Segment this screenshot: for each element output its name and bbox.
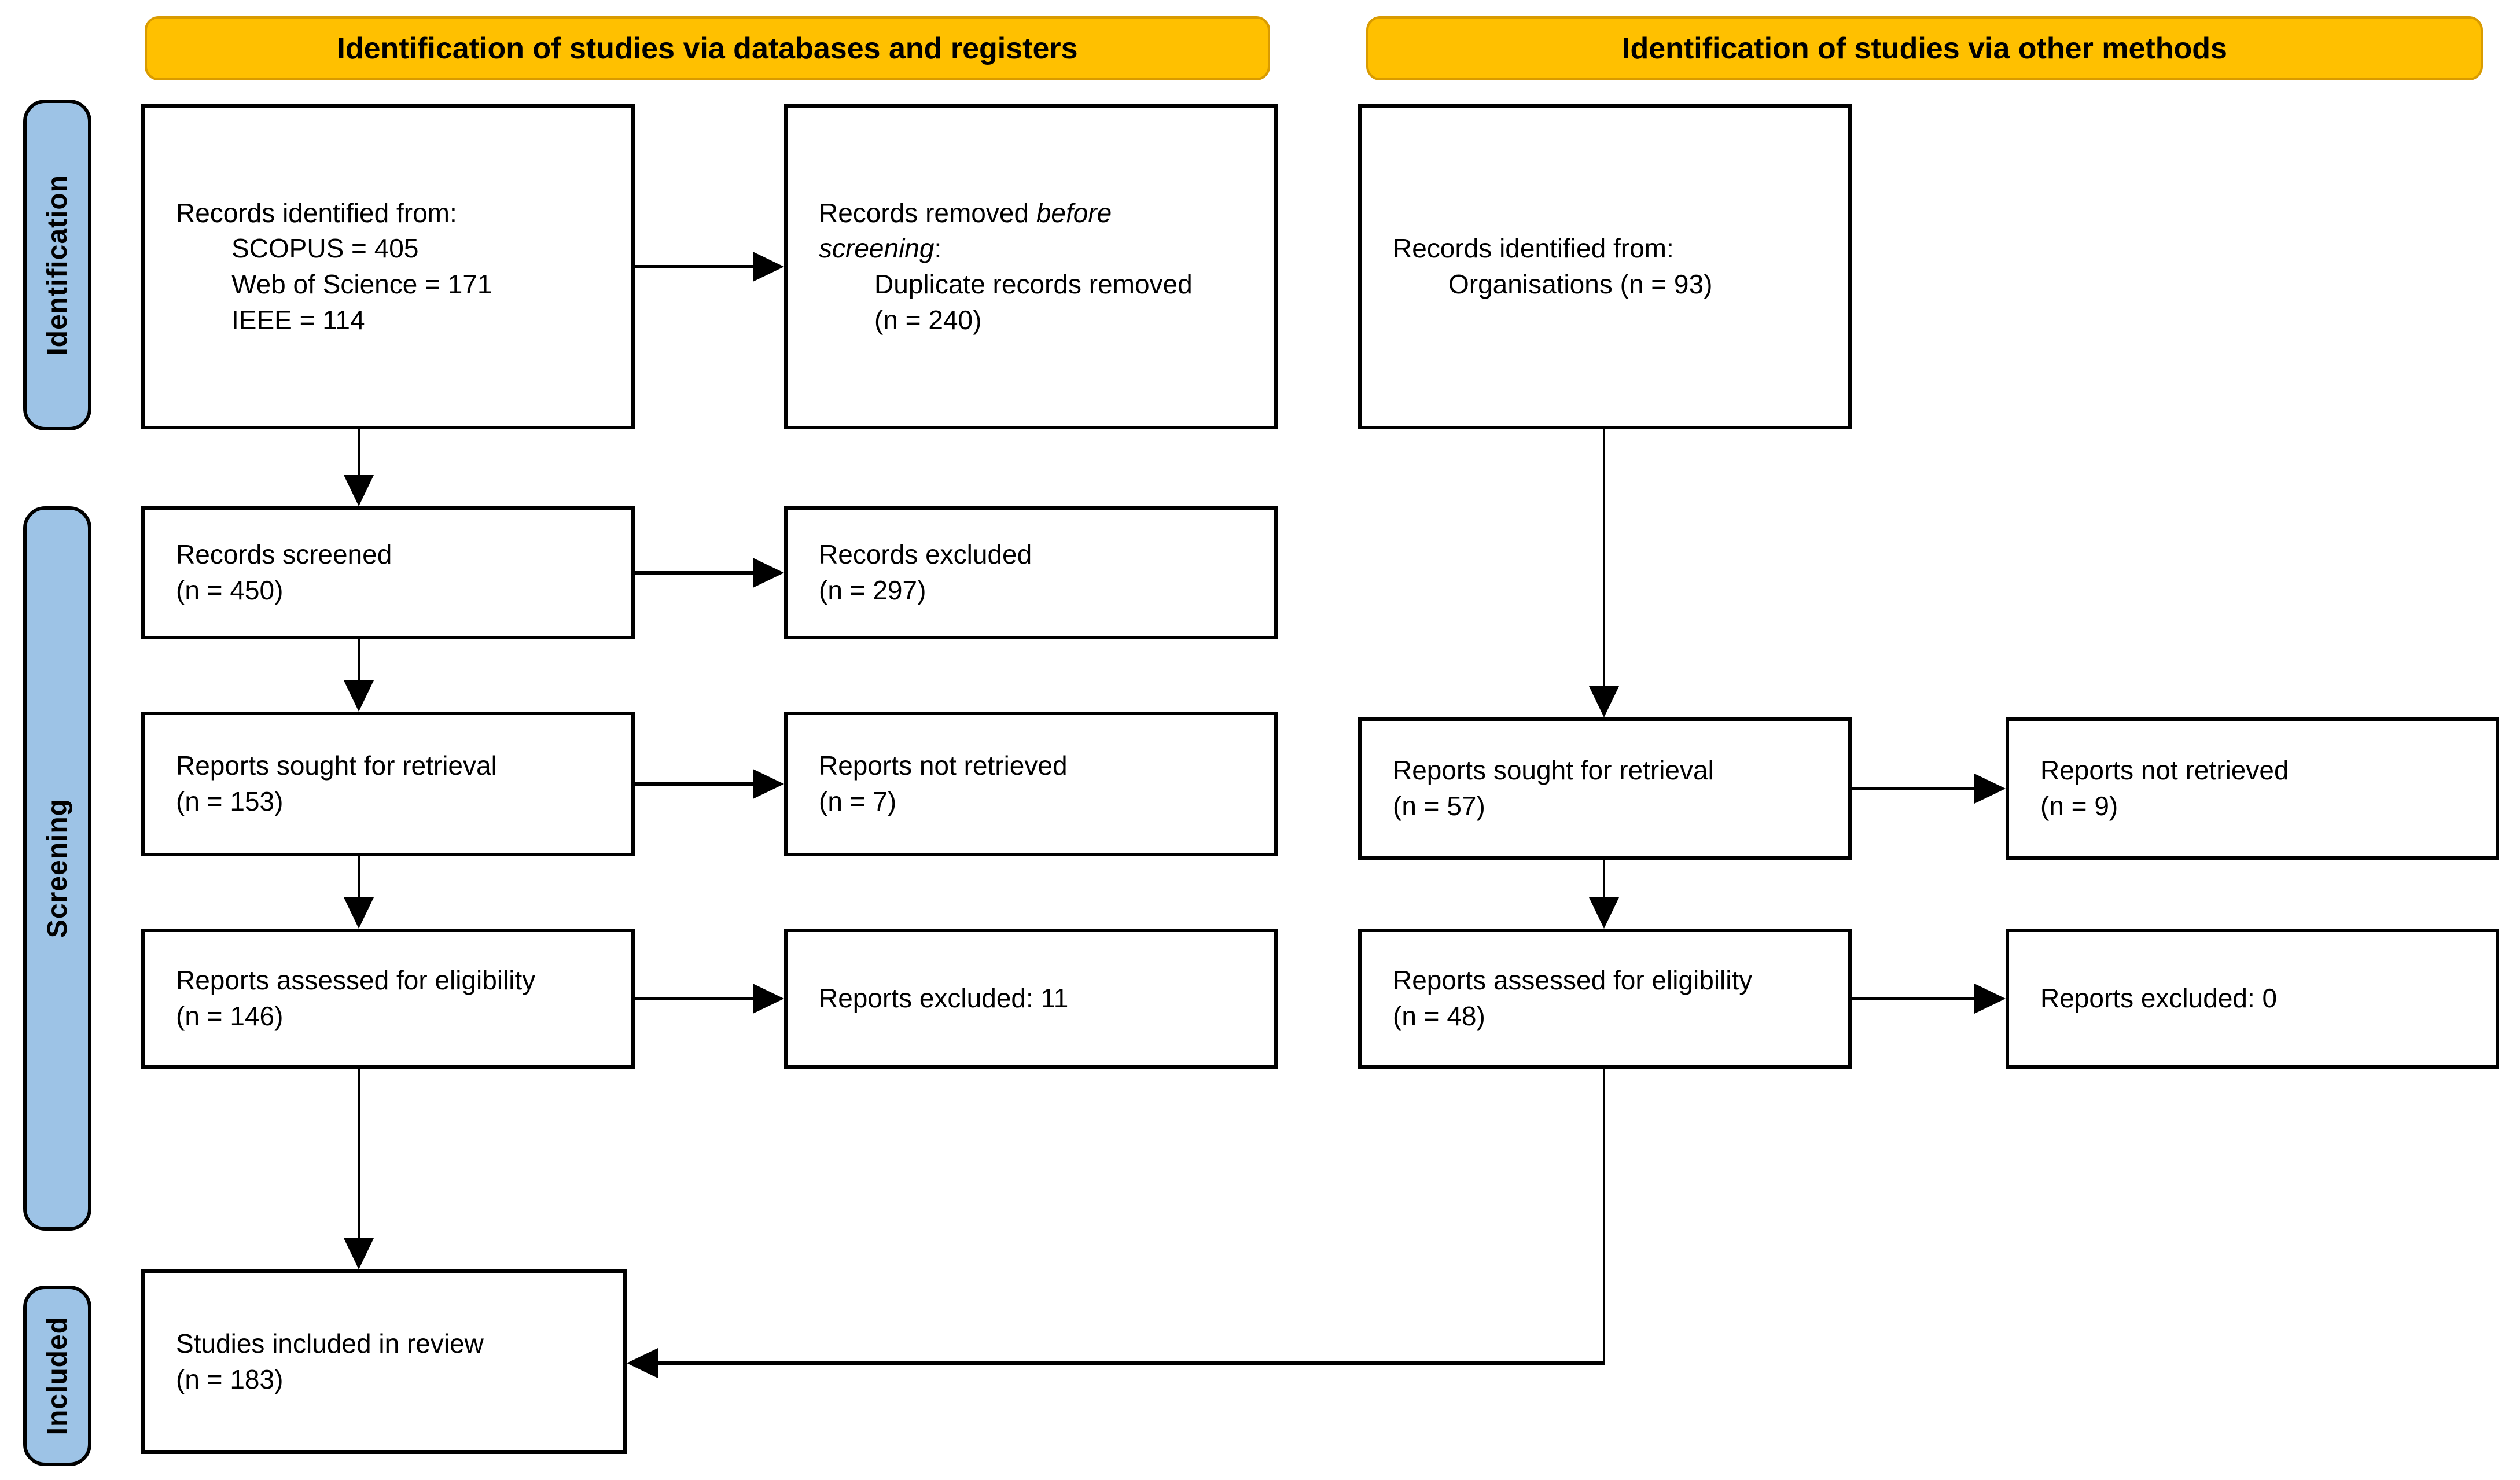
reports-assessed-db-line1: Reports assessed for eligibility: [176, 965, 536, 996]
stage-included: Included: [23, 1286, 91, 1466]
arrow-sought-to-not-retrieved-shaft: [635, 782, 753, 786]
arrowhead-right-icon: [753, 252, 784, 282]
arrow-assessed-to-included-shaft: [358, 1069, 360, 1238]
records-identified-db-line4: IEEE = 114: [231, 304, 365, 335]
arrowhead-down-icon: [344, 1238, 374, 1269]
records-removed-line3: Duplicate records removed: [874, 269, 1193, 299]
banner-databases-label: Identification of studies via databases …: [337, 31, 1078, 65]
reports-assessed-other-line1: Reports assessed for eligibility: [1393, 965, 1753, 996]
records-identified-db-line1: Records identified from:: [176, 197, 457, 228]
records-excluded-line1: Records excluded: [819, 539, 1032, 570]
stage-identification-label: Identification: [42, 174, 73, 356]
arrow-sought-other-to-assessed-shaft: [1603, 860, 1605, 897]
records-identified-db-line2: SCOPUS = 405: [231, 233, 419, 264]
arrowhead-right-icon: [1974, 774, 2006, 804]
arrow-identified-other-to-sought-shaft: [1603, 429, 1605, 686]
arrowhead-down-icon: [344, 475, 374, 506]
box-reports-excluded-databases: Reports excluded: 11: [784, 929, 1278, 1069]
arrow-assessed-to-excluded-shaft: [635, 997, 753, 1000]
records-removed-line2: screening:: [819, 233, 942, 264]
arrowhead-left-icon: [627, 1348, 658, 1378]
arrowhead-right-icon: [753, 984, 784, 1014]
box-records-identified-other: Records identified from: Organisations (…: [1358, 104, 1852, 429]
records-excluded-line2: (n = 297): [819, 575, 926, 605]
reports-excluded-db-line1: Reports excluded: 11: [819, 983, 1069, 1014]
arrow-sought-other-to-not-retrieved-shaft: [1852, 787, 1974, 790]
box-studies-included: Studies included in review (n = 183): [141, 1269, 627, 1454]
arrow-assessed-other-to-excluded-shaft: [1852, 997, 1974, 1000]
studies-included-line1: Studies included in review: [176, 1328, 484, 1358]
reports-not-retrieved-db-line1: Reports not retrieved: [819, 750, 1068, 781]
box-reports-excluded-other: Reports excluded: 0: [2006, 929, 2499, 1069]
box-reports-not-retrieved-databases: Reports not retrieved (n = 7): [784, 712, 1278, 856]
reports-sought-other-line1: Reports sought for retrieval: [1393, 755, 1714, 786]
arrow-screened-to-sought-shaft: [358, 639, 360, 680]
records-identified-db-line3: Web of Science = 171: [231, 269, 492, 299]
box-reports-assessed-other: Reports assessed for eligibility (n = 48…: [1358, 929, 1852, 1069]
banner-other-methods: Identification of studies via other meth…: [1366, 16, 2483, 80]
arrow-assessed-other-to-included-hshaft: [658, 1361, 1605, 1365]
box-reports-assessed-databases: Reports assessed for eligibility (n = 14…: [141, 929, 635, 1069]
stage-screening: Screening: [23, 506, 91, 1231]
arrow-sought-to-assessed-shaft: [358, 856, 360, 897]
box-reports-sought-other: Reports sought for retrieval (n = 57): [1358, 717, 1852, 860]
reports-sought-db-line1: Reports sought for retrieval: [176, 750, 497, 781]
arrow-assessed-other-to-included-vshaft: [1603, 1069, 1605, 1365]
box-reports-not-retrieved-other: Reports not retrieved (n = 9): [2006, 717, 2499, 860]
reports-assessed-other-line2: (n = 48): [1393, 1001, 1485, 1031]
reports-not-retrieved-other-line2: (n = 9): [2040, 791, 2118, 821]
stage-included-label: Included: [42, 1316, 73, 1435]
box-reports-sought-databases: Reports sought for retrieval (n = 153): [141, 712, 635, 856]
banner-other-label: Identification of studies via other meth…: [1622, 31, 2227, 65]
box-records-excluded: Records excluded (n = 297): [784, 506, 1278, 639]
box-records-identified-databases: Records identified from: SCOPUS = 405 We…: [141, 104, 635, 429]
records-identified-other-line2: Organisations (n = 93): [1448, 269, 1713, 299]
box-records-screened: Records screened (n = 450): [141, 506, 635, 639]
arrowhead-right-icon: [1974, 984, 2006, 1014]
arrowhead-right-icon: [753, 558, 784, 588]
arrowhead-right-icon: [753, 769, 784, 799]
reports-sought-db-line2: (n = 153): [176, 786, 284, 816]
arrow-identified-to-screened-shaft: [358, 429, 360, 475]
arrowhead-down-icon: [344, 680, 374, 712]
studies-included-line2: (n = 183): [176, 1364, 284, 1394]
records-screened-line1: Records screened: [176, 539, 392, 570]
arrowhead-down-icon: [1589, 897, 1619, 929]
arrow-screened-to-excluded-shaft: [635, 571, 753, 575]
records-identified-other-line1: Records identified from:: [1393, 233, 1674, 264]
records-screened-line2: (n = 450): [176, 575, 284, 605]
reports-not-retrieved-other-line1: Reports not retrieved: [2040, 755, 2289, 786]
reports-sought-other-line2: (n = 57): [1393, 791, 1485, 821]
stage-identification: Identification: [23, 100, 91, 430]
stage-screening-label: Screening: [42, 798, 73, 938]
banner-databases-registers: Identification of studies via databases …: [145, 16, 1270, 80]
reports-assessed-db-line2: (n = 146): [176, 1001, 284, 1031]
arrowhead-down-icon: [344, 897, 374, 929]
arrow-identified-to-removed-shaft: [635, 265, 753, 268]
reports-not-retrieved-db-line2: (n = 7): [819, 786, 897, 816]
records-removed-line4: (n = 240): [874, 304, 982, 335]
box-records-removed-before-screening: Records removed before screening: Duplic…: [784, 104, 1278, 429]
records-removed-line1: Records removed before: [819, 197, 1112, 228]
arrowhead-down-icon: [1589, 686, 1619, 717]
reports-excluded-other-line1: Reports excluded: 0: [2040, 983, 2278, 1014]
